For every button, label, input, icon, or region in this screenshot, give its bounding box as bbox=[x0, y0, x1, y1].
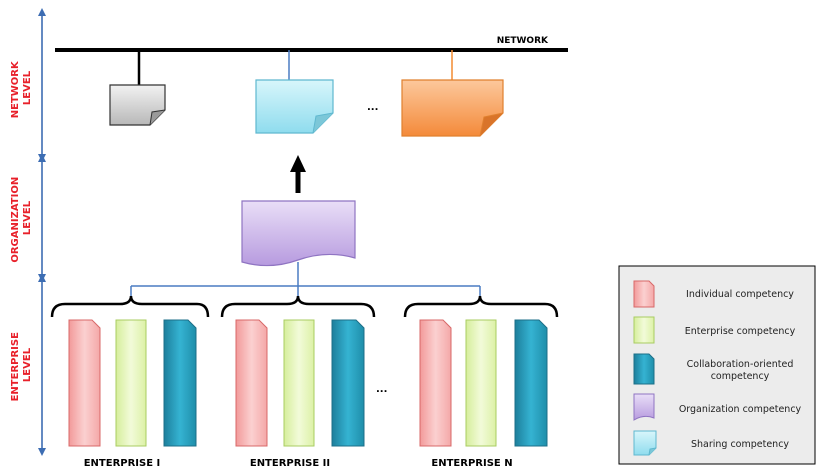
enterprise-n-label: ENTERPRISE N bbox=[431, 458, 512, 469]
collaboration-competency-bar bbox=[514, 319, 548, 447]
organization-doc bbox=[241, 200, 356, 267]
svg-text:Sharing competency: Sharing competency bbox=[691, 439, 789, 450]
svg-text:Organization competency: Organization competency bbox=[679, 404, 802, 415]
enterprise-n-competencies bbox=[419, 319, 548, 447]
brace-enterprise-1 bbox=[50, 295, 210, 318]
enterprise-level-label: ENTERPRISE LEVEL bbox=[10, 329, 33, 402]
individual-competency-bar bbox=[235, 319, 268, 447]
enterprise-connector-tree bbox=[130, 262, 481, 300]
individual-competency-bar bbox=[68, 319, 101, 447]
enterprise-1-competencies bbox=[68, 319, 197, 447]
legend-item-sharing: Sharing competency bbox=[633, 430, 789, 456]
network-ellipsis: ... bbox=[367, 102, 378, 113]
network-doc-cyan bbox=[255, 79, 334, 134]
enterprise-competency-bar bbox=[115, 319, 147, 447]
brace-enterprise-n bbox=[403, 295, 559, 318]
network-doc-gray bbox=[109, 84, 166, 126]
network-label: NETWORK bbox=[497, 36, 549, 46]
enterprise-2-competencies bbox=[235, 319, 365, 447]
enterprise-2-label: ENTERPRISE II bbox=[250, 458, 330, 469]
legend-item-organization: Organization competency bbox=[633, 393, 802, 421]
network-level-label: NETWORK LEVEL bbox=[10, 58, 33, 119]
enterprise-1-label: ENTERPRISE I bbox=[84, 458, 161, 469]
svg-text:Collaboration-oriented: Collaboration-oriented bbox=[687, 359, 794, 370]
upward-arrow bbox=[290, 155, 306, 193]
brace-enterprise-2 bbox=[220, 295, 376, 318]
individual-competency-bar bbox=[419, 319, 452, 447]
enterprise-competency-bar bbox=[283, 319, 315, 447]
organization-level-label: ORGANIZATION LEVEL bbox=[10, 173, 33, 262]
legend-item-enterprise: Enterprise competency bbox=[633, 316, 796, 344]
svg-text:Enterprise competency: Enterprise competency bbox=[685, 326, 796, 337]
legend-item-collaboration: Collaboration-oriented competency bbox=[633, 353, 794, 385]
svg-text:Individual competency: Individual competency bbox=[686, 289, 794, 300]
svg-text:competency: competency bbox=[711, 371, 770, 382]
collaboration-competency-bar bbox=[331, 319, 365, 447]
collaboration-competency-bar bbox=[163, 319, 197, 447]
legend-item-individual: Individual competency bbox=[633, 280, 794, 308]
enterprise-ellipsis: ... bbox=[376, 384, 387, 395]
enterprise-competency-bar bbox=[465, 319, 497, 447]
network-doc-orange bbox=[401, 79, 504, 137]
legend: Individual competency Enterprise compete… bbox=[618, 265, 816, 465]
